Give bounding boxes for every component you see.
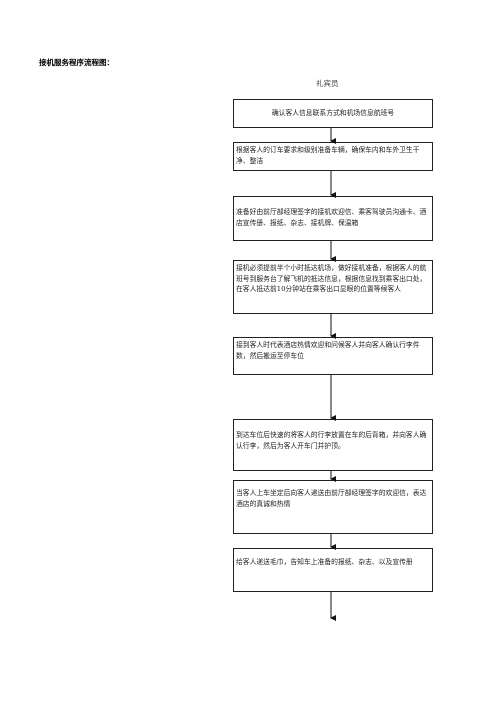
role-label: 礼宾员: [316, 79, 339, 88]
flow-step-1: 确认客人信息联系方式和机场信息航班号: [233, 99, 433, 128]
page-heading: 接机服务程序流程图：: [39, 58, 114, 67]
